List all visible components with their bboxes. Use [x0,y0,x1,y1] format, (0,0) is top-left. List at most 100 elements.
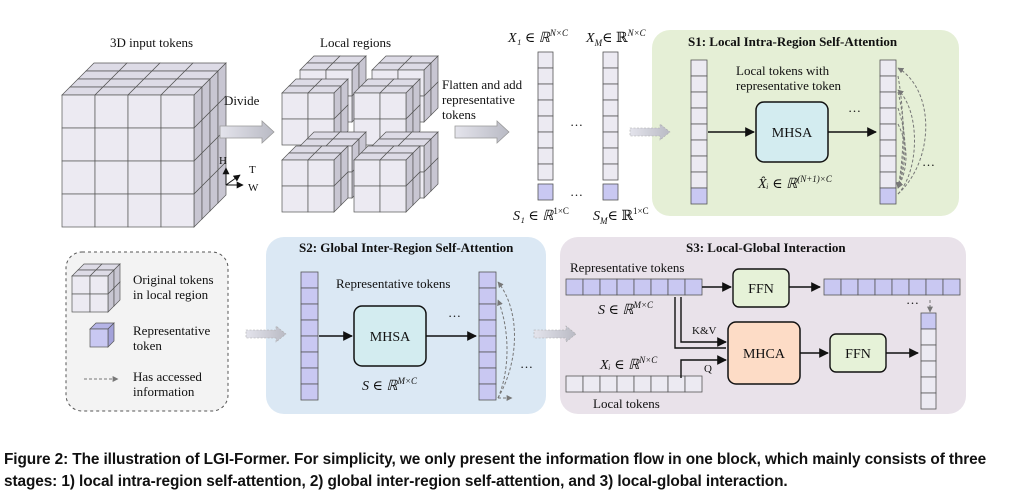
s1-in-token [690,187,708,205]
to-s3-arrow-icon [533,325,577,343]
s1-title: S1: Local Intra-Region Self-Attention [688,34,898,49]
legend-original-tokens-icon [71,263,121,313]
s1-ellipsis-1: … [848,100,861,115]
region-6-front-cell [281,185,309,213]
s2-in-token [300,287,319,305]
x1-token [537,51,554,69]
divide-arrow-icon [219,120,275,144]
s2-in-token [300,271,319,289]
s2-attention-links [497,281,515,401]
input-token-front-cell [127,160,162,195]
input-token-front-cell [61,193,96,228]
s2-out-token [478,319,497,337]
to-s2-arrow-icon [245,325,287,343]
region-6-front-cell [307,159,335,187]
input-token-front-cell [61,94,96,129]
input-tokens-cube [61,62,227,228]
xm-token [602,99,619,117]
axis-h-label: H [219,155,227,167]
x1-token [537,83,554,101]
flatten-label-2: representative [442,92,515,107]
x1-token [537,115,554,133]
s1-out-token [879,139,897,157]
s3-rep-token [565,278,584,296]
flatten-label-3: tokens [442,107,476,122]
x1-token [537,147,554,165]
s3-rep-token [650,278,669,296]
input-token-front-cell [61,160,96,195]
s1-out-token [879,75,897,93]
s1-link [896,91,905,189]
legend-original-2: in local region [133,287,209,302]
s3-q-line [680,355,727,378]
s3-kv-line-2 [674,297,726,349]
s1-link-outer [897,67,927,195]
flattened-columns [537,51,619,201]
s1-mhsa-label: MHSA [772,126,813,141]
s1-out-token [879,171,897,189]
s3-ellipsis: … [906,292,919,307]
s2-ellipsis-1: … [448,305,461,320]
input-tokens-label: 3D input tokens [110,35,193,50]
region-7-side-cell [412,171,421,206]
s2-mhsa-label: MHSA [370,330,411,345]
input-token-front-cell [127,127,162,162]
input-token-front-cell [94,160,129,195]
legend-rep-front [89,328,109,348]
s1-link [897,123,907,189]
s3-rep-token [599,278,618,296]
s3-ffn1-label: FFN [748,282,774,297]
s2-in-token [300,303,319,321]
local-regions-label: Local regions [320,35,391,50]
s1-note-2: representative token [736,78,842,93]
region-1-side-cell [430,81,439,116]
legend-original-front-cell [89,275,109,295]
s3-out-token [925,278,944,296]
s2-in-token [300,383,319,401]
axis-t-label: T [249,164,256,176]
s2-in-token [300,351,319,369]
s3-rep-token [582,278,601,296]
xm-token [602,147,619,165]
s3-local-token [667,375,686,393]
sm-rep-token [602,183,619,201]
s1-in-token [690,171,708,189]
region-3-front-cell [379,92,407,120]
s3-out-col-token [920,392,937,410]
s2-formula: S ∈ ℝM×C [362,376,418,394]
s2-in-token [300,335,319,353]
s1-formula: X̂ᵢ ∈ ℝ(N+1)×C [757,174,833,192]
region-5-side-cell [430,157,439,192]
s1-link-inner [897,89,915,195]
region-2-front-cell [307,92,335,120]
s1-in-token [690,107,708,125]
s1-note-1: Local tokens with [736,63,830,78]
s3-local-token [684,375,703,393]
divide-label: Divide [224,93,260,108]
s3-out-token [874,278,893,296]
s3-local-formula: Xᵢ ∈ ℝN×C [599,355,658,373]
s2-token-columns [300,271,497,401]
sm-label: SM∈ ℝ1×C [593,206,649,226]
s1-in-token [690,139,708,157]
s3-rep-token [667,278,686,296]
flatten-arrow-icon [454,120,510,144]
s2-link-outer [497,281,515,399]
s3-local-token [599,375,618,393]
input-token-front-cell [160,193,195,228]
s3-mhca-label: MHCA [743,347,786,362]
x1-token [537,131,554,149]
region-6-front-cell [307,185,335,213]
region-3-front-cell [353,92,381,120]
s3-title: S3: Local-Global Interaction [686,240,846,255]
input-token-front-cell [160,94,195,129]
s1-in-token [690,91,708,109]
x1-token [537,99,554,117]
figure-caption: Figure 2: The illustration of LGI-Former… [4,451,987,490]
local-regions-cubes [281,55,439,213]
axes-icon [222,167,244,189]
region-2-front-cell [281,92,309,120]
s2-in-token [300,367,319,385]
legend-rep-2: token [133,338,162,353]
s3-local-token [565,375,584,393]
